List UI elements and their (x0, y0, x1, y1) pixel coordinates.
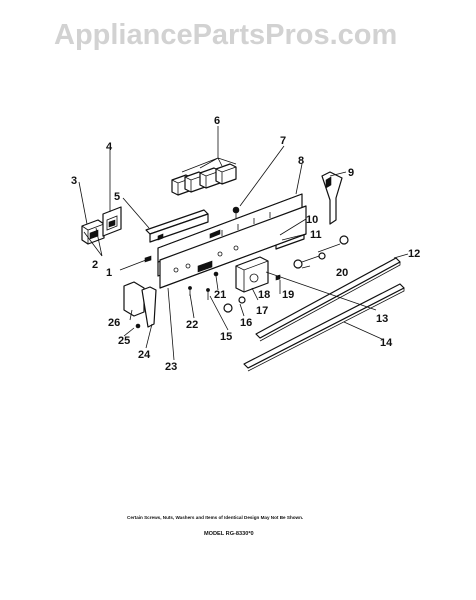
part-switch (145, 209, 209, 243)
callout-2: 2 (92, 259, 98, 271)
part-side-bracket-left (123, 281, 157, 328)
part-knobs (171, 163, 237, 196)
callout-8: 8 (298, 155, 304, 167)
callout-20: 20 (336, 267, 348, 279)
part-end-bracket-right (321, 171, 343, 225)
callout-18: 18 (258, 289, 270, 301)
callout-22: 22 (186, 319, 198, 331)
callout-17: 17 (256, 305, 268, 317)
callout-9: 9 (348, 167, 354, 179)
callout-11: 11 (310, 229, 322, 241)
part-module (81, 219, 105, 245)
callout-13: 13 (376, 313, 388, 325)
part-valve-assembly (223, 256, 281, 313)
callout-15: 15 (220, 331, 232, 343)
callout-1: 1 (106, 267, 112, 279)
leader-lines (78, 126, 409, 361)
callout-3: 3 (71, 175, 77, 187)
model-label: MODEL RG-8330*0 (204, 531, 254, 537)
part-rail-14 (243, 283, 405, 372)
callout-10: 10 (306, 214, 318, 226)
footnote: Certain Screws, Nuts, Washers and Items … (127, 515, 303, 520)
callout-16: 16 (240, 317, 252, 329)
watermark-text: AppliancePartsPros.com (54, 19, 397, 51)
callout-5: 5 (114, 191, 120, 203)
part-gas-valves (293, 235, 349, 269)
part-screw-25 (135, 323, 141, 329)
callout-26: 26 (108, 317, 120, 329)
part-clip-1 (144, 255, 152, 263)
part-screws (188, 271, 219, 300)
callout-4: 4 (106, 141, 113, 153)
part-rail-12 (255, 257, 401, 342)
callout-6: 6 (214, 115, 220, 127)
part-screw-7 (232, 206, 240, 219)
callout-24: 24 (138, 349, 151, 361)
callout-25: 25 (118, 335, 130, 347)
callout-7: 7 (280, 135, 286, 147)
callout-19: 19 (282, 289, 294, 301)
callout-21: 21 (214, 289, 226, 301)
part-bracket (102, 206, 122, 237)
callout-23: 23 (165, 361, 177, 373)
callout-14: 14 (380, 337, 393, 349)
callout-12: 12 (408, 248, 420, 260)
